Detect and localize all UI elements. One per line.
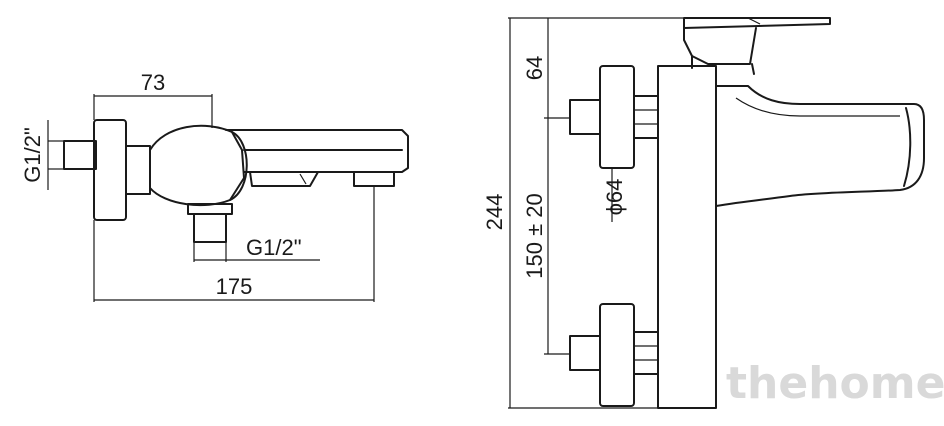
wall-inlet-pipe	[63, 140, 97, 170]
connector-nut	[125, 145, 151, 195]
front-view: 244 64 150 ± 20 ϕ64	[482, 17, 925, 409]
nut-bottom	[633, 331, 659, 375]
nut-top	[633, 95, 659, 139]
spout-tip	[903, 107, 912, 187]
side-view: 73 175 G1/2" G1/2"	[20, 70, 409, 302]
mixer-body	[657, 65, 717, 409]
lever-neck	[683, 27, 757, 65]
thread-wall-label: G1/2"	[20, 127, 45, 183]
dim-diameter: ϕ64	[602, 179, 627, 216]
thread-outlet-label: G1/2"	[246, 235, 302, 260]
handle-edge	[229, 131, 245, 201]
escutcheon-top	[599, 65, 635, 169]
dim-height-total: 244	[482, 194, 507, 231]
dim-width-total: 175	[216, 274, 253, 299]
watermark-text: thehome	[726, 358, 944, 409]
escutcheon-bottom	[599, 303, 635, 407]
dim-spacing: 150 ± 20	[522, 193, 547, 278]
aerator	[353, 171, 395, 187]
diverter-detail	[299, 173, 307, 185]
escutcheon-plate	[93, 119, 127, 221]
lever-base-right	[751, 63, 755, 75]
diverter-knob	[249, 171, 319, 187]
lever-detail	[747, 17, 761, 25]
inlet-bottom	[569, 335, 601, 371]
dim-top: 64	[522, 56, 547, 80]
spout-front	[715, 85, 925, 207]
lever-top	[683, 17, 831, 29]
dim-width-top: 73	[141, 70, 165, 95]
inlet-top	[569, 99, 601, 135]
handle-body	[149, 124, 248, 207]
bottom-outlet-pipe	[193, 213, 227, 243]
spout-highlight	[735, 97, 900, 117]
